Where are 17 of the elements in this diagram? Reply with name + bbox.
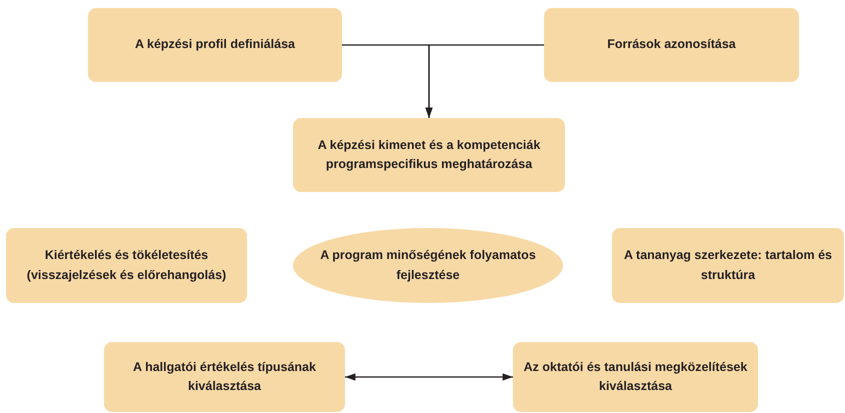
node-label: A hallgatói értékelés típusának kiválasztása — [132, 358, 317, 395]
node-label: Kiértékelés és tökéletesítés (visszajelzések és előrehangolás) — [26, 247, 228, 284]
node-label: Források azonosítása — [607, 36, 736, 54]
node-label: A program minőségének folyamatos fejlesztése — [319, 247, 537, 284]
node-label: A képzési profil definiálása — [134, 36, 295, 54]
node-label: A tananyag szerkezete: tartalom és struktúra — [623, 247, 833, 284]
process-box — [293, 118, 565, 192]
process-box — [104, 342, 345, 412]
process-box — [6, 228, 247, 303]
arrow — [425, 44, 544, 118]
arrow — [345, 373, 513, 381]
node-label: A képzési kimenet és a kompetenciák programspecifikus meghatározása — [316, 136, 542, 173]
process-box — [88, 8, 342, 82]
process-box — [513, 342, 758, 412]
node-label: Az oktatói és tanulási megközelítések kiválasztása — [523, 358, 748, 395]
process-box — [544, 8, 799, 82]
process-box — [612, 228, 844, 303]
